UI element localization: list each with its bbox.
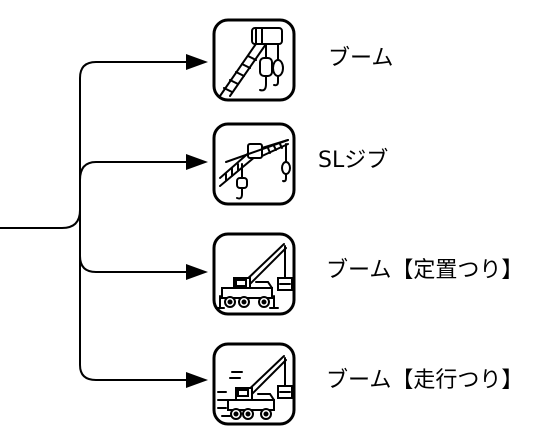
option-label-boom-traveling: ブーム【走行つり】: [326, 368, 524, 393]
branch-traveling: [79, 256, 200, 381]
branch-stationary: [79, 240, 200, 273]
crane-stationary-icon[interactable]: [212, 232, 296, 316]
boom-hook-icon[interactable]: [212, 18, 296, 102]
arrow-stationary: [186, 264, 208, 280]
arrow-sl-jib: [186, 154, 208, 170]
arrow-boom: [186, 54, 208, 70]
trunk-line: [79, 61, 200, 210]
input-line: [0, 209, 81, 229]
arrow-traveling: [186, 372, 208, 388]
option-label-sl-jib: SLジブ: [318, 148, 389, 173]
option-label-boom: ブーム: [328, 46, 394, 71]
option-label-boom-stationary: ブーム【定置つり】: [326, 258, 524, 283]
sl-jib-icon[interactable]: [212, 122, 296, 206]
branch-sl-jib: [79, 161, 200, 181]
crane-traveling-icon[interactable]: [212, 342, 296, 426]
